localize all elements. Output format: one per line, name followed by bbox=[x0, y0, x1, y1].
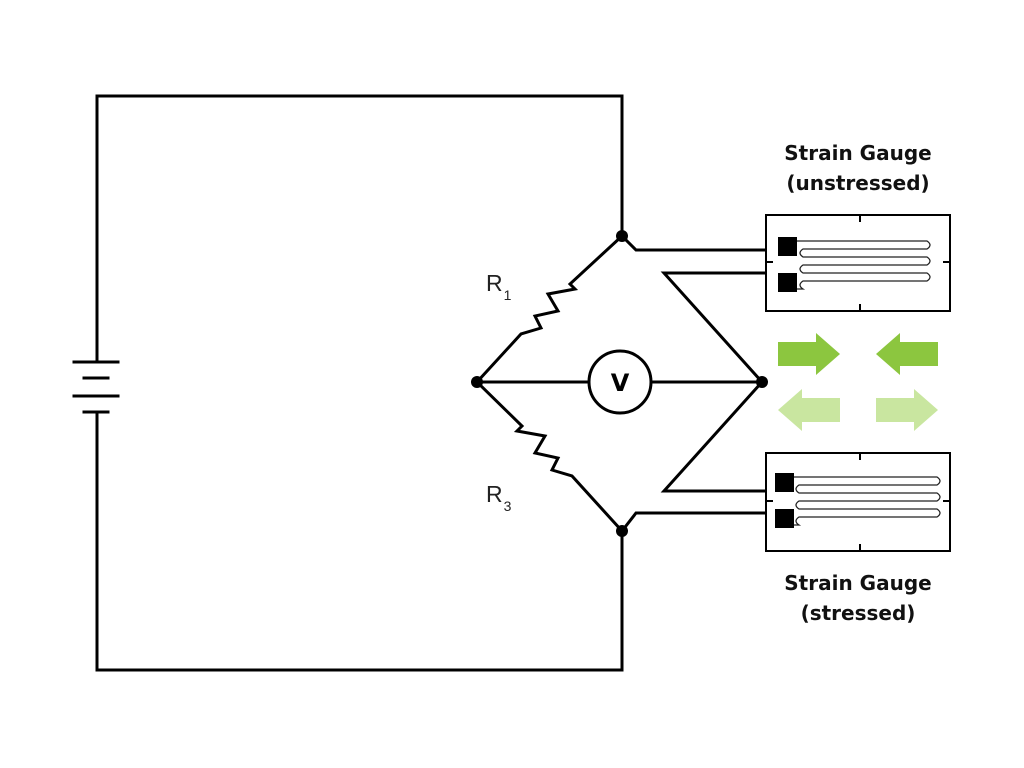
node-top bbox=[616, 230, 628, 242]
gauge-top-pad-1 bbox=[778, 237, 797, 256]
gauge-top-title-line1: Strain Gauge bbox=[784, 141, 931, 165]
arrow-left-dark-icon bbox=[876, 333, 938, 375]
top-supply-wire bbox=[95, 94, 624, 362]
arrow-right-dark-icon bbox=[778, 333, 840, 375]
resistor-r3 bbox=[474, 379, 625, 534]
voltmeter: V bbox=[475, 349, 764, 415]
outer-wiring bbox=[95, 94, 624, 672]
junction-nodes bbox=[471, 230, 768, 537]
strain-gauge-stressed: Strain Gauge (stressed) bbox=[765, 452, 951, 625]
node-bottom bbox=[616, 525, 628, 537]
resistor-r3-zigzag bbox=[474, 379, 625, 534]
bottom-supply-wire bbox=[95, 412, 624, 672]
node-left bbox=[471, 376, 483, 388]
r3-label: R3 bbox=[486, 481, 512, 514]
battery-icon bbox=[72, 360, 120, 414]
gauge-bottom-title-line1: Strain Gauge bbox=[784, 571, 931, 595]
resistor-r1 bbox=[474, 233, 625, 385]
voltmeter-circle bbox=[587, 349, 653, 415]
arrow-left-light-icon bbox=[778, 389, 840, 431]
voltmeter-symbol: V bbox=[611, 369, 630, 397]
gauge-top-backing bbox=[765, 214, 951, 312]
node-right bbox=[756, 376, 768, 388]
force-arrows bbox=[778, 333, 938, 431]
gauge-top-title-line2: (unstressed) bbox=[786, 171, 929, 195]
gauge-bottom-pad-2 bbox=[775, 509, 794, 528]
gauge-top-grid bbox=[797, 240, 931, 290]
strain-gauge-unstressed: Strain Gauge (unstressed) bbox=[765, 141, 951, 312]
r1-label: R1 bbox=[486, 270, 512, 303]
resistor-r1-zigzag bbox=[474, 233, 625, 385]
gauge-top-pad-2 bbox=[778, 273, 797, 292]
gauge-bottom-pad-1 bbox=[775, 473, 794, 492]
wire-top-node-to-gauge-top bbox=[619, 233, 783, 252]
wire-bottom-node-to-gauge-bottom bbox=[619, 511, 783, 534]
gauge-bottom-title-line2: (stressed) bbox=[801, 601, 916, 625]
arrow-right-light-icon bbox=[876, 389, 938, 431]
gauge-bottom-backing bbox=[765, 452, 951, 552]
gauge-bottom-grid bbox=[793, 476, 941, 526]
